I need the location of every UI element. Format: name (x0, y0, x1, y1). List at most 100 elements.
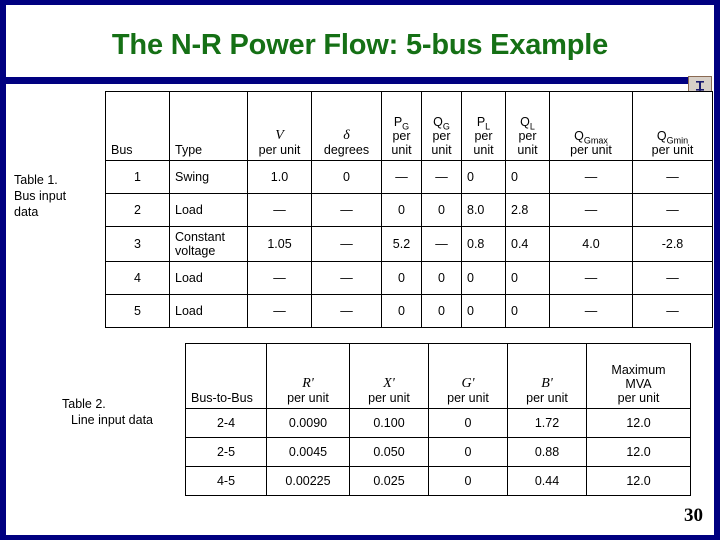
table2-header-g: G' per unit (428, 343, 508, 409)
table1-header-type: Type (169, 91, 248, 161)
table1-cell-pg: — (381, 160, 422, 194)
table2-header-x-symbol: X' (383, 376, 395, 391)
table1-cell-bus: 4 (105, 261, 170, 295)
table1-header-pg-unit: per unit (391, 129, 412, 157)
table1-cell-qgmin: — (632, 261, 713, 295)
table1-cell-qgmin: — (632, 294, 713, 328)
table2-cell-bus-to-bus: 2-5 (185, 437, 267, 467)
table1-header-pl-unit: per unit (473, 129, 494, 157)
table1-header-qgmin-symbol: QGmin (656, 129, 689, 146)
line-input-data-table: Bus-to-Bus R' per unit X' per unit G' pe… (185, 343, 691, 496)
slide-border-bottom (0, 535, 720, 540)
table1-cell-qgmax: — (549, 261, 633, 295)
table1-header-qg-unit: per unit (431, 129, 452, 157)
table2-header-bus-to-bus: Bus-to-Bus (185, 343, 267, 409)
table1-cell-type: Load (169, 261, 248, 295)
table2-header-max-mva-symbol: MVA (625, 377, 652, 391)
table1-header-delta-symbol: δ (343, 128, 350, 143)
table1-cell-voltage: — (247, 294, 312, 328)
slide-border-top (0, 0, 720, 5)
table1-header-qgmax-unit: per unit (570, 143, 612, 157)
table2-header-max-mva-unit: per unit (617, 391, 660, 405)
table1-header-type-label: Type (175, 143, 203, 157)
slide-border-right (714, 0, 720, 540)
table2-caption: Table 2. Line input data (62, 396, 182, 428)
table1-header-voltage-symbol: V (275, 128, 284, 143)
table1-cell-ql: 0 (505, 261, 550, 295)
title-underline-rule (6, 77, 708, 84)
table2-cell-r: 0.00225 (266, 466, 350, 496)
table1-cell-ql: 2.8 (505, 193, 550, 227)
table1-cell-bus: 1 (105, 160, 170, 194)
table2-cell-b: 1.72 (507, 408, 587, 438)
table1-header-pg: PG per unit (381, 91, 422, 161)
table1-cell-type: Constant voltage (169, 226, 248, 262)
table1-cell-qg: 0 (421, 294, 462, 328)
table2-header-b-unit: per unit (526, 391, 568, 405)
table1-header-pg-symbol: PG (393, 115, 410, 132)
table1-header-qg-symbol: QG (433, 115, 450, 132)
table1-cell-pl: 0.8 (461, 226, 506, 262)
table1-cell-bus: 3 (105, 226, 170, 262)
table2-header-r: R' per unit (266, 343, 350, 409)
table2-cell-b: 0.88 (507, 437, 587, 467)
table2-cell-g: 0 (428, 408, 508, 438)
table1-container: Bus Type V per unit δ degrees PG (105, 91, 713, 328)
table2-header-r-symbol: R' (302, 376, 314, 391)
table2-header-max-mva-top: Maximum (611, 363, 666, 377)
table1-cell-delta: — (311, 193, 382, 227)
table1-cell-delta: — (311, 294, 382, 328)
table1-header-ql-unit: per unit (517, 129, 538, 157)
table2-cell-g: 0 (428, 466, 508, 496)
table2-header-g-unit: per unit (447, 391, 489, 405)
table1-cell-delta: — (311, 226, 382, 262)
table1-cell-ql: 0 (505, 160, 550, 194)
table2-cell-b: 0.44 (507, 466, 587, 496)
table1-cell-pl: 0 (461, 261, 506, 295)
table1-cell-ql: 0 (505, 294, 550, 328)
table2-cell-r: 0.0090 (266, 408, 350, 438)
table2-cell-x: 0.025 (349, 466, 429, 496)
table1-header-voltage-unit: per unit (258, 143, 301, 157)
table1-caption: Table 1. Bus input data (14, 172, 102, 220)
table2-caption-line-1: Table 2. (62, 397, 106, 411)
table1-cell-pl: 0 (461, 160, 506, 194)
table2-caption-line-2: Line input data (71, 413, 154, 427)
table1-header-voltage: V per unit (247, 91, 312, 161)
table1-cell-ql: 0.4 (505, 226, 550, 262)
table1-cell-qgmin: -2.8 (632, 226, 713, 262)
table1-cell-voltage: — (247, 261, 312, 295)
table1-cell-qgmax: — (549, 193, 633, 227)
table1-cell-pg: 0 (381, 261, 422, 295)
table2-cell-mva: 12.0 (586, 437, 691, 467)
table1-caption-line-3: data (14, 205, 39, 219)
table1-cell-pl: 0 (461, 294, 506, 328)
table1-caption-line-2: Bus input (14, 189, 67, 203)
table1-cell-qg: 0 (421, 261, 462, 295)
table1-cell-type: Load (169, 193, 248, 227)
table1-cell-qg: — (421, 160, 462, 194)
table1-header-qg: QG per unit (421, 91, 462, 161)
table2-cell-x: 0.100 (349, 408, 429, 438)
page-number: 30 (684, 505, 703, 526)
slide-title: The N-R Power Flow: 5-bus Example (111, 29, 609, 61)
table1-cell-qg: 0 (421, 193, 462, 227)
table1-cell-type: Swing (169, 160, 248, 194)
table1-header-bus: Bus (105, 91, 170, 161)
table1-cell-voltage: 1.0 (247, 160, 312, 194)
table2-header-b-symbol: B' (541, 376, 553, 391)
table1-cell-pg: 0 (381, 193, 422, 227)
table2-header-r-unit: per unit (287, 391, 329, 405)
table2-cell-g: 0 (428, 437, 508, 467)
table1-cell-type: Load (169, 294, 248, 328)
table2-header-x: X' per unit (349, 343, 429, 409)
table1-cell-qgmin: — (632, 193, 713, 227)
bus-input-data-table: Bus Type V per unit δ degrees PG (105, 91, 713, 328)
table2-header-g-symbol: G' (461, 376, 475, 391)
